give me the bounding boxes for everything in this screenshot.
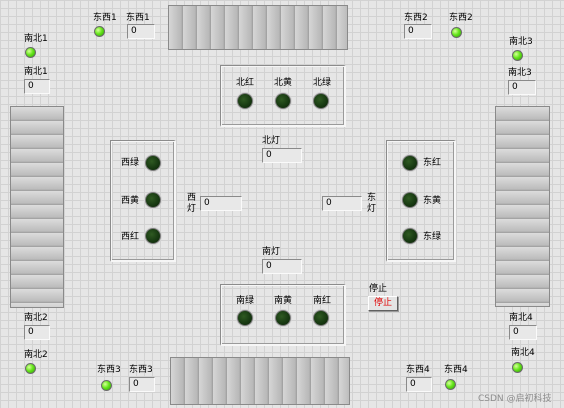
ns1-led-label: 南北1 [24,34,48,44]
ns2-value[interactable]: 0 [24,325,50,340]
east-red-light [402,155,418,171]
ns4-led [512,362,523,373]
west-red-light [145,228,161,244]
east-light-panel [386,140,456,262]
south-green-label: 南绿 [236,296,255,306]
north-red-light [237,93,253,109]
north-green-label: 北绿 [313,78,332,88]
ew1-led-label: 东西1 [93,13,117,23]
ew3-num-label: 东西3 [129,365,153,375]
east-yellow-label: 东黄 [423,196,442,206]
ew4-led-label: 东西4 [444,365,468,375]
north-lamp-label: 北灯 [262,136,281,146]
ns2-num-label: 南北2 [24,313,48,323]
west-red-label: 西红 [121,232,140,242]
ew1-num-label: 东西1 [126,13,150,23]
road-top [168,5,348,50]
east-green-label: 东绿 [423,232,442,242]
west-yellow-light [145,192,161,208]
west-lamp-value[interactable]: 0 [200,196,242,211]
north-yellow-label: 北黄 [274,78,293,88]
west-green-label: 西绿 [121,158,140,168]
ew2-led-label: 东西2 [449,13,473,23]
south-lamp-label: 南灯 [262,247,281,257]
east-red-label: 东红 [423,158,442,168]
stop-label: 停止 [369,284,388,294]
ew4-value[interactable]: 0 [406,377,432,392]
north-yellow-light [275,93,291,109]
north-red-label: 北红 [236,78,255,88]
west-light-panel [110,140,176,262]
ns4-value[interactable]: 0 [509,325,537,340]
ew2-value[interactable]: 0 [404,24,432,39]
south-green-light [237,310,253,326]
watermark: CSDN @启初科技 [478,394,552,404]
ns4-led-label: 南北4 [511,348,535,358]
ns1-led [25,47,36,58]
ns1-value[interactable]: 0 [24,79,50,94]
ew4-num-label: 东西4 [406,365,430,375]
ew3-led [101,380,112,391]
ew1-led [94,26,105,37]
ew3-value[interactable]: 0 [129,377,155,392]
south-yellow-light [275,310,291,326]
road-bottom [170,357,350,405]
ew3-led-label: 东西3 [97,365,121,375]
south-lamp-value[interactable]: 0 [262,259,302,274]
south-red-label: 南红 [313,296,332,306]
ew4-led [445,379,456,390]
ns4-num-label: 南北4 [509,313,533,323]
ns1-num-label: 南北1 [24,67,48,77]
east-yellow-light [402,192,418,208]
road-right [495,106,550,307]
ns3-value[interactable]: 0 [508,80,536,95]
west-green-light [145,155,161,171]
north-green-light [313,93,329,109]
south-yellow-label: 南黄 [274,296,293,306]
east-lamp-label: 东 灯 [367,193,377,214]
west-lamp-label: 西 灯 [187,193,197,214]
west-yellow-label: 西黄 [121,196,140,206]
ew1-value[interactable]: 0 [127,24,155,39]
ew2-led [451,27,462,38]
south-light-panel [220,284,346,346]
ns3-led-label: 南北3 [509,37,533,47]
south-red-light [313,310,329,326]
east-lamp-value[interactable]: 0 [322,196,362,211]
ns2-led [25,363,36,374]
stop-button[interactable]: 停止 [368,296,398,311]
north-lamp-value[interactable]: 0 [262,148,302,163]
east-green-light [402,228,418,244]
road-left [10,106,64,308]
ns3-num-label: 南北3 [508,68,532,78]
north-light-panel [220,65,346,127]
ns2-led-label: 南北2 [24,350,48,360]
ns3-led [512,50,523,61]
ew2-num-label: 东西2 [404,13,428,23]
